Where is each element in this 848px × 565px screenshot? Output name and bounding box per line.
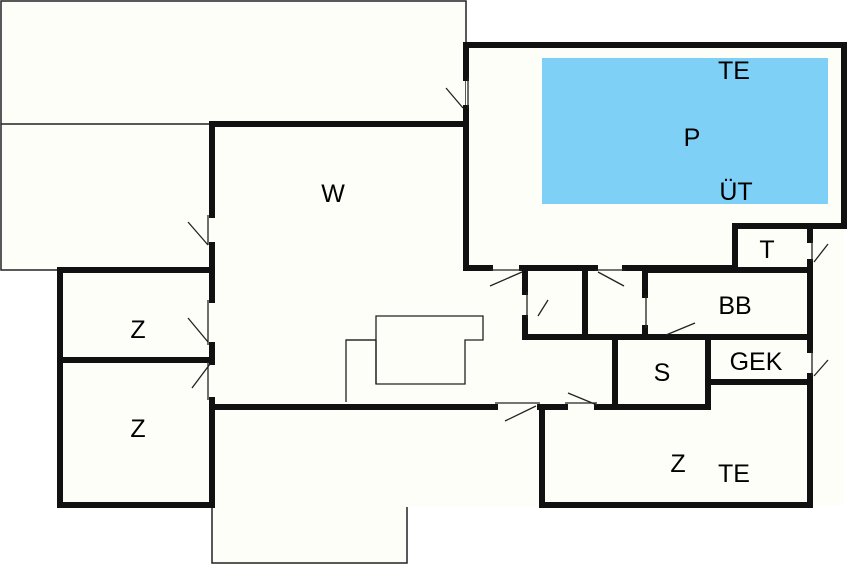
room-label-toilet: T (759, 236, 774, 264)
pool-basin (542, 58, 828, 204)
room-label-pool: P (684, 124, 701, 152)
room-label-terrace-top: TE (718, 57, 750, 85)
room-label-bedroom-upper: Z (130, 316, 145, 344)
room-label-storage: S (654, 359, 671, 387)
room-label-bedroom-lower: Z (130, 415, 145, 443)
door-frames (187, 78, 829, 422)
room-label-gek: GEK (730, 348, 783, 376)
walls (57, 42, 847, 508)
room-label-bath: BB (718, 292, 751, 320)
room-label-terrace-right: TE (718, 460, 750, 488)
staircase (345, 315, 484, 402)
terrace-bottom (211, 504, 408, 564)
room-label-pool-ut: ÜT (719, 178, 752, 206)
room-label-bedroom-right: Z (670, 450, 685, 478)
room-label-living: W (321, 180, 345, 208)
